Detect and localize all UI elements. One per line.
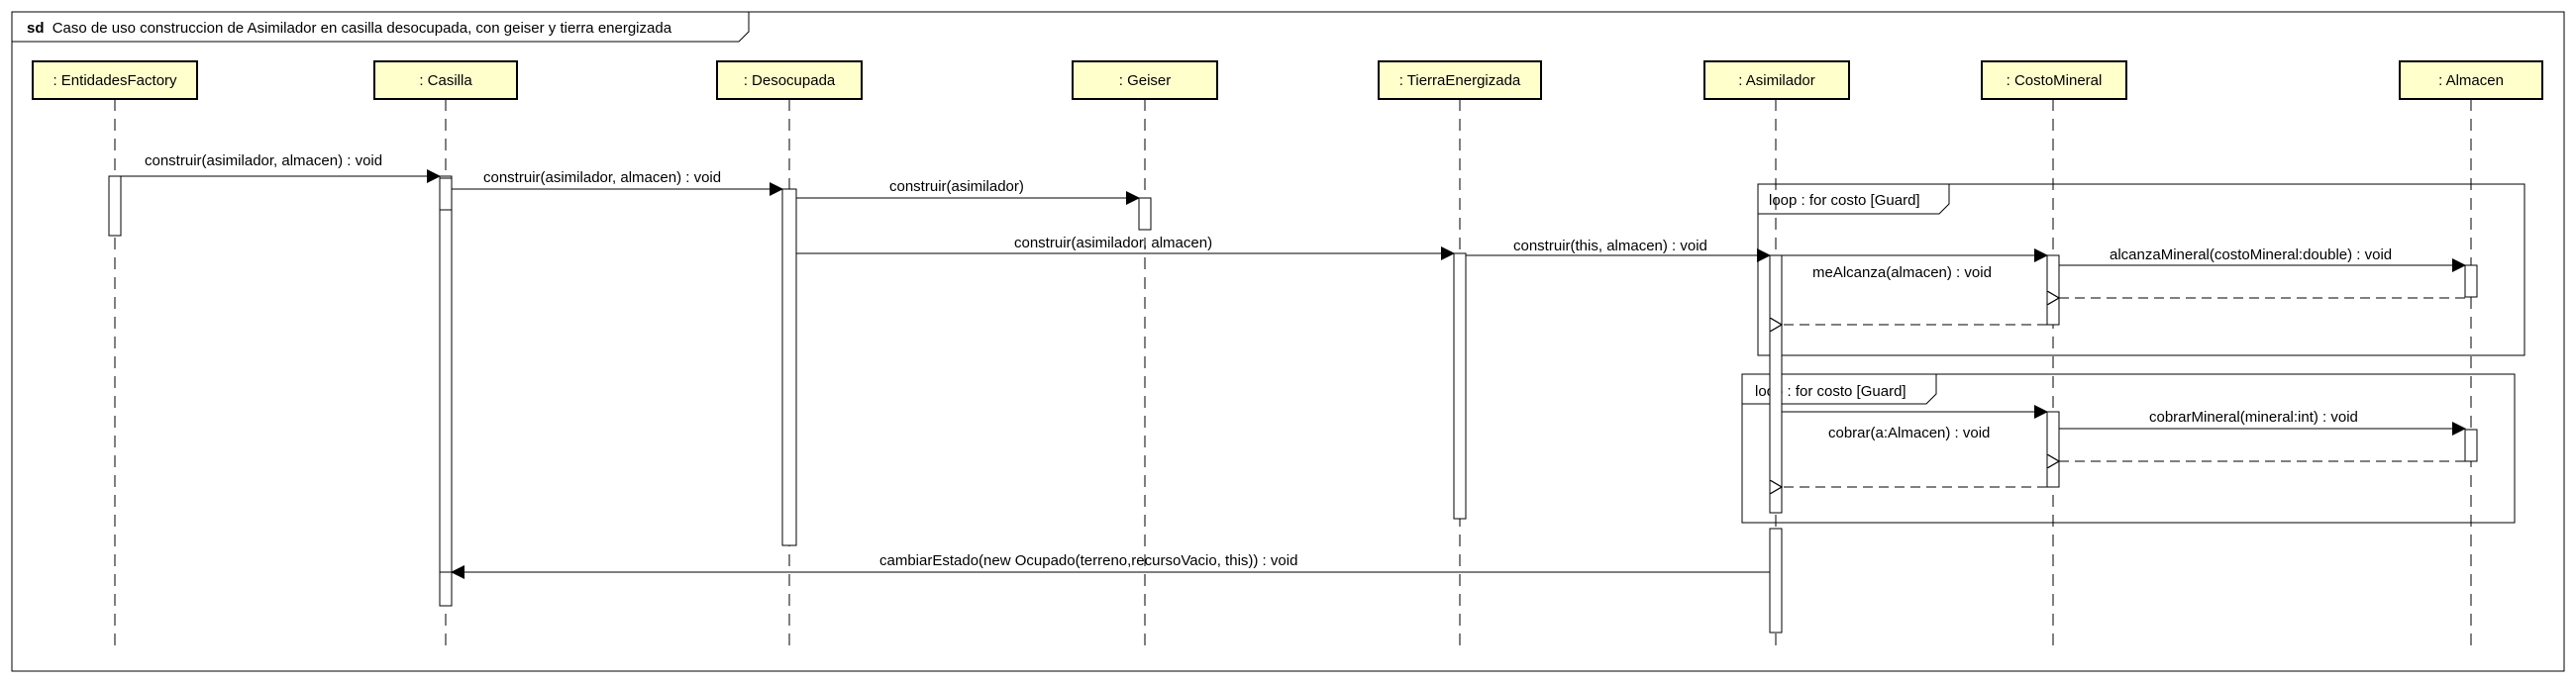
diagram-frame: sd Caso de uso construccion de Asimilado…: [11, 11, 2565, 672]
activation-entidades: [108, 175, 122, 237]
message-label: meAlcanza(almacen) : void: [1812, 264, 1992, 281]
message-label: cobrarMineral(mineral:int) : void: [2149, 409, 2358, 426]
activation-costo-2: [2046, 411, 2060, 488]
loop-fragment-2: loop : for costo [Guard]: [1741, 373, 2516, 524]
lifeline-entidades-factory[interactable]: : EntidadesFactory: [32, 60, 198, 651]
activation-almacen-1: [2464, 264, 2478, 298]
lifelines: : EntidadesFactory : Casilla : Desocupad…: [32, 60, 2543, 651]
lifeline-label: : CostoMineral: [2007, 72, 2103, 89]
activation-tierra: [1453, 252, 1467, 520]
activation-desocupada: [781, 188, 797, 546]
lifeline-desocupada[interactable]: : Desocupada: [716, 60, 863, 651]
fragment-label: loop : for costo [Guard]: [1769, 192, 1920, 209]
lifeline-label: : EntidadesFactory: [52, 72, 177, 89]
lifeline-label: : Almacen: [2438, 72, 2504, 89]
loop-fragment-1: loop : for costo [Guard]: [1757, 183, 2525, 356]
activation-asimilador-2: [1769, 528, 1783, 634]
lifeline-costo-mineral[interactable]: : CostoMineral: [1981, 60, 2127, 651]
message-desocupada-to-tierra: construir(asimilador, almacen): [796, 235, 1455, 260]
message-label: cobrar(a:Almacen) : void: [1828, 425, 1990, 441]
message-asimilador-to-casilla: cambiarEstado(new Ocupado(terreno,recurs…: [451, 552, 1770, 579]
message-desocupada-to-geiser: construir(asimilador): [796, 178, 1140, 205]
lifeline-label: : Casilla: [419, 72, 472, 89]
activation-casilla-nested: [439, 177, 453, 211]
message-tierra-to-asimilador: construir(this, almacen) : void: [1466, 238, 1771, 262]
lifeline-asimilador[interactable]: : Asimilador: [1703, 60, 1850, 651]
lifeline-label: : Geiser: [1119, 72, 1172, 89]
lifeline-geiser[interactable]: : Geiser: [1072, 60, 1218, 651]
message-asimilador-to-costo-mealcanza: meAlcanza(almacen) : void: [1782, 248, 2048, 281]
message-casilla-to-desocupada: construir(asimilador, almacen) : void: [452, 169, 783, 196]
messages: construir(asimilador, almacen) : void co…: [121, 152, 2466, 579]
lifeline-almacen[interactable]: : Almacen: [2399, 60, 2543, 651]
message-label: alcanzaMineral(costoMineral:double) : vo…: [2110, 246, 2392, 263]
frame-keyword: sd: [27, 20, 45, 37]
activation-geiser: [1138, 197, 1152, 231]
message-label: construir(this, almacen) : void: [1513, 238, 1707, 254]
lifeline-casilla[interactable]: : Casilla: [373, 60, 518, 651]
message-costo-to-almacen-cobrar: cobrarMineral(mineral:int) : void: [2059, 409, 2466, 436]
lifeline-label: : TierraEnergizada: [1399, 72, 1521, 89]
lifeline-tierra-energizada[interactable]: : TierraEnergizada: [1378, 60, 1542, 651]
frame-title: sd Caso de uso construccion de Asimilado…: [27, 20, 672, 37]
activation-asimilador: [1769, 254, 1783, 514]
fragment-label: loop : for costo [Guard]: [1755, 383, 1906, 400]
message-label: construir(asimilador, almacen): [1014, 235, 1212, 251]
activation-almacen-2: [2464, 429, 2478, 462]
activation-casilla: [439, 175, 453, 607]
message-costo-to-almacen-alcanza: alcanzaMineral(costoMineral:double) : vo…: [2059, 246, 2466, 272]
message-label: construir(asimilador): [889, 178, 1024, 195]
message-label: construir(asimilador, almacen) : void: [145, 152, 382, 169]
message-entidades-to-casilla: construir(asimilador, almacen) : void: [121, 152, 441, 183]
message-label: construir(asimilador, almacen) : void: [483, 169, 721, 186]
message-label: cambiarEstado(new Ocupado(terreno,recurs…: [879, 552, 1297, 569]
frame-title-text: Caso de uso construccion de Asimilador e…: [52, 20, 672, 37]
activation-costo-1: [2046, 254, 2060, 326]
lifeline-label: : Desocupada: [744, 72, 836, 89]
activation-casilla-return: [439, 571, 453, 607]
message-asimilador-to-costo-cobrar: cobrar(a:Almacen) : void: [1782, 405, 2048, 441]
lifeline-label: : Asimilador: [1738, 72, 1815, 89]
